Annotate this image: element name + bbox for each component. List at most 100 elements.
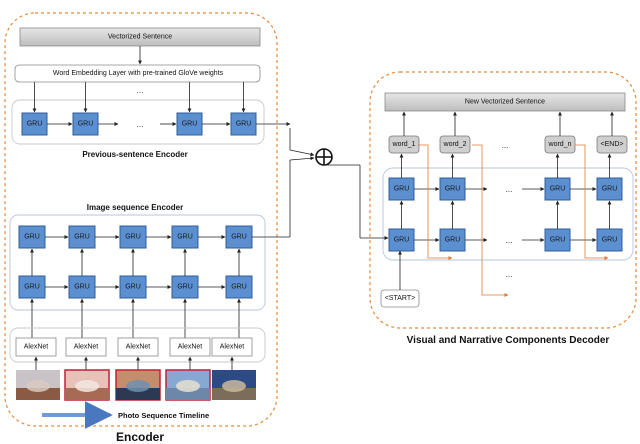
prev-gru-1: GRU [21,112,48,136]
img-gru-top-2: GRU [68,225,96,249]
img-gru-top-3: GRU [119,225,147,249]
decoder-word-3-label: word_n [548,141,572,148]
feedback-word2 [472,144,509,297]
dec-gru-bottom-1: GRU [388,228,415,252]
decoder-word-1: word_1 [388,135,420,154]
alexnet-frame [9,327,266,363]
dec-gru-bottom-3: GRU [544,228,571,252]
img-gru-top-4-label: GRU [177,234,193,241]
prev-row-ellipsis: ... [137,120,144,129]
dec-gru-bottom-2: GRU [439,228,466,252]
embedding-ellipsis: ... [137,86,144,95]
dec-gru-bottom-3-label: GRU [550,237,566,244]
decoder-gru-grid: GRU GRU GRU GRU GRU GRU GRU GRU...... [360,153,623,252]
dec-gru-top-2: GRU [439,177,466,201]
previous-sentence-frame [11,99,265,145]
dec-gru-top-1: GRU [388,177,415,201]
img-gru-bottom-1: GRU [18,275,46,299]
photo-4 [165,369,211,401]
decoder-word-row: word_1 word_2 word_n <END>... [388,111,628,154]
encoder-frame [4,12,278,427]
prev-gru-3-label: GRU [182,121,198,128]
img-gru-bottom-3: GRU [119,275,147,299]
alexnet-4-box [169,337,211,357]
alexnet-3: AlexNet [117,337,159,357]
img-gru-top-1: GRU [18,225,46,249]
alexnet-3-label: AlexNet [126,344,151,351]
start-token-label: <START> [385,295,415,302]
dec-gru-top-1-label: GRU [394,186,410,193]
combine-connections [252,128,361,238]
alexnet-2-label: AlexNet [74,344,99,351]
alexnet-4-label: AlexNet [178,344,203,351]
photo-1 [16,370,60,400]
img-gru-top-5-label: GRU [231,234,247,241]
alexnet-5-label: AlexNet [220,344,245,351]
prev-gru-4-label: GRU [236,121,252,128]
embedding-layer-box [14,64,261,83]
dec-gru-top-3: GRU [544,177,571,201]
decoder-word-2: word_2 [439,135,471,154]
previous-sentence-gru-row: GRU GRU GRU GRU... [21,82,291,136]
alexnet-1-box [15,337,57,357]
decoder-caption: Visual and Narrative Components Decoder [407,335,610,346]
img-to-combine-arrow [289,156,315,161]
prev-gru-2-label: GRU [78,121,94,128]
img-gru-top-2-label: GRU [74,234,90,241]
prev-gru-3: GRU [176,112,203,136]
photo-sequence [16,369,256,401]
decoder-word-1-label: word_1 [392,141,416,148]
dec-gru-top-3-label: GRU [550,186,566,193]
img-gru-bottom-4-label: GRU [177,284,193,291]
alexnet-4: AlexNet [169,337,211,357]
img-gru-bottom-2: GRU [68,275,96,299]
dec-top-ellipsis: ... [506,185,513,194]
alexnet-1: AlexNet [15,337,57,357]
previous-sentence-encoder-label: Previous-sentence Encoder [82,150,187,159]
feedback-ellipsis: ... [506,270,513,279]
photo-timeline-label: Photo Sequence Timeline [118,411,209,420]
img-gru-bottom-5-label: GRU [231,284,247,291]
image-sequence-frame [9,214,266,311]
alexnet-3-box [117,337,159,357]
img-gru-top-1-label: GRU [24,234,40,241]
word-row-ellipsis: ... [502,141,509,150]
img-gru-bottom-3-label: GRU [125,284,141,291]
encoder-caption: Encoder [116,430,164,444]
dec-bot-ellipsis: ... [506,236,513,245]
decoder-gru-frame [382,167,634,261]
dec-gru-bottom-4-label: GRU [602,237,618,244]
dec-gru-bottom-1-label: GRU [394,237,410,244]
img-gru-bottom-2-label: GRU [74,284,90,291]
photo-5 [212,370,256,400]
encoder-group: Vectorized Sentence Word Embedding Layer… [4,12,291,444]
decoder-word-2-label: word_2 [443,141,467,148]
alexnet-2-box [65,337,107,357]
prev-gru-1-label: GRU [27,121,43,128]
decoder-word-4: <END> [596,135,628,154]
image-sequence-encoder-label: Image sequence Encoder [87,203,183,212]
embedding-layer-label: Word Embedding Layer with pre-trained Gl… [53,70,224,77]
decoder-word-4-label: <END> [601,141,624,148]
photo-3 [115,369,161,401]
dec-gru-top-4-label: GRU [602,186,618,193]
alexnet-5-box [211,337,253,357]
img-gru-top-5: GRU [225,225,253,249]
img-gru-top-3-label: GRU [125,234,141,241]
prev-to-combine-arrow [289,149,315,157]
alexnet-5: AlexNet [211,337,253,357]
img-gru-top-4: GRU [171,225,199,249]
new-vectorized-sentence-label: New Vectorized Sentence [465,99,545,106]
image-sequence-gru-grid: GRU GRU GRU GRU GRU GRU GRU GRU GRU GRU [18,225,253,338]
alexnet-2: AlexNet [65,337,107,357]
dec-gru-bottom-4: GRU [596,228,623,252]
dec-gru-top-4: GRU [596,177,623,201]
decoder-word-3: word_n [544,135,576,154]
img-gru-bottom-4: GRU [171,275,199,299]
dec-gru-bottom-2-label: GRU [445,237,461,244]
new-vectorized-sentence-box [384,92,626,112]
alexnet-1-label: AlexNet [24,344,49,351]
alexnet-row: AlexNet AlexNet AlexNet AlexNet AlexNet [15,337,253,370]
